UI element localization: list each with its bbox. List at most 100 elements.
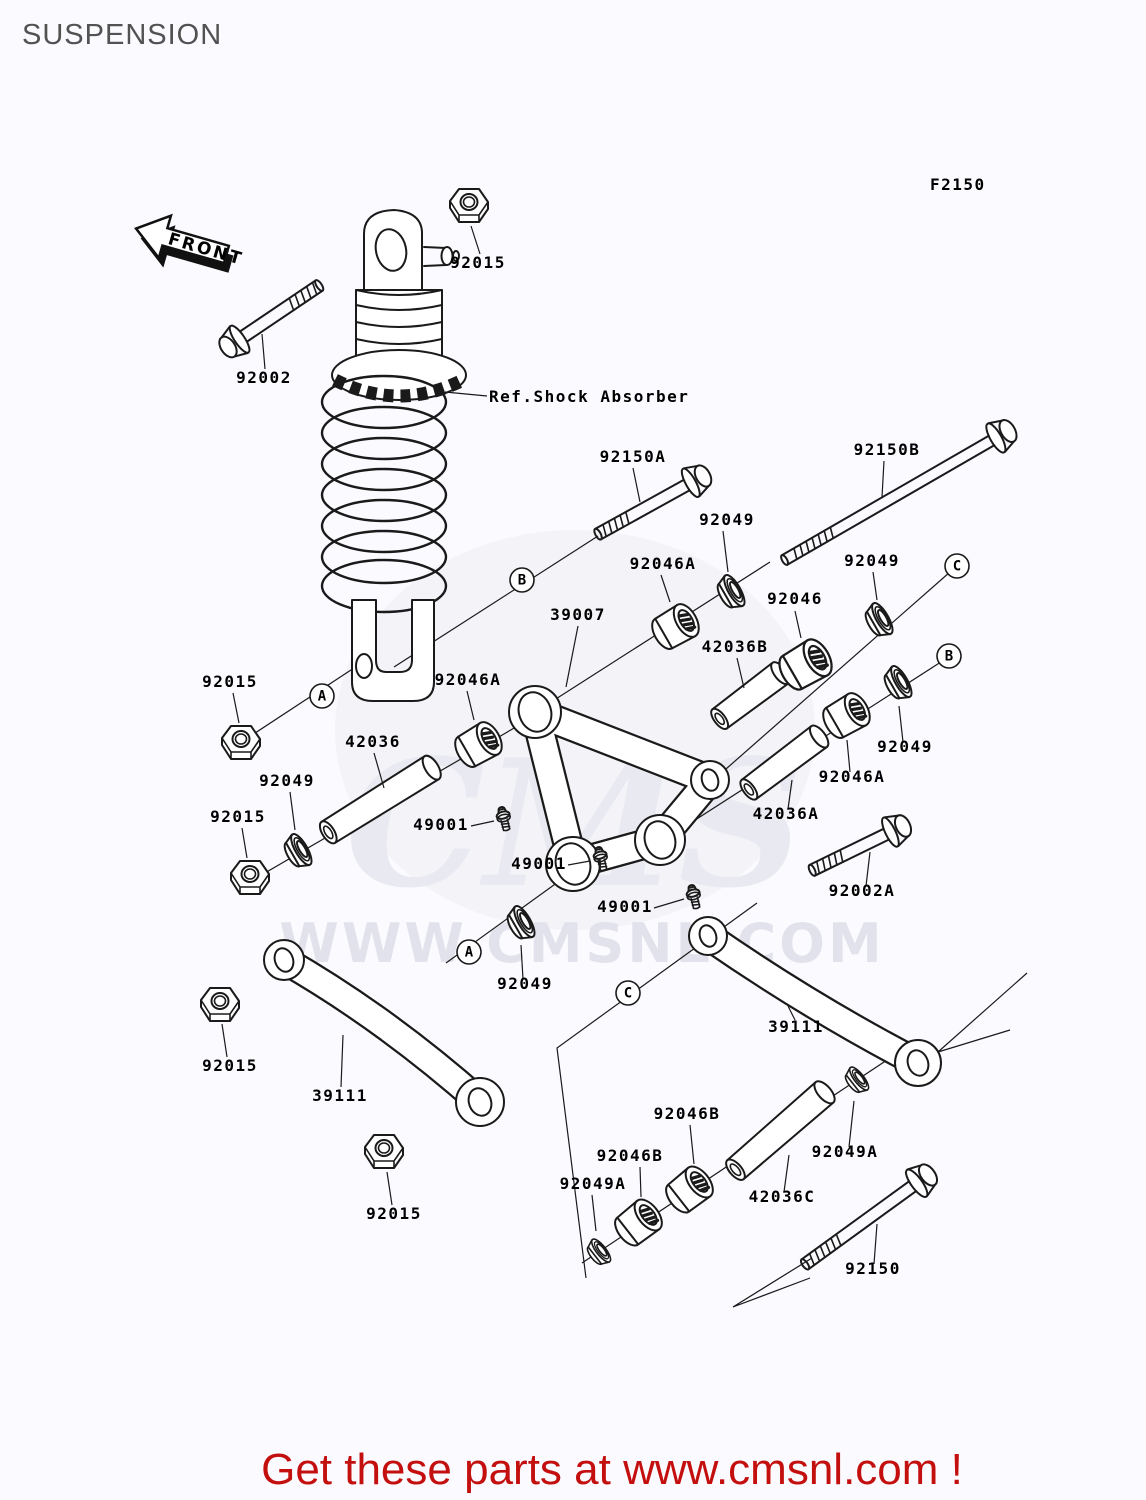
- part-label-92150B: 92150B: [854, 440, 921, 459]
- seal-92049-4: [278, 830, 317, 874]
- bolt-92002A: [807, 814, 913, 877]
- shock-ref-leader: [444, 391, 488, 397]
- watermark-url-text: WWW.CMSNL.COM: [279, 912, 884, 975]
- callout-C: C: [615, 980, 641, 1006]
- leader-line: [846, 739, 851, 773]
- part-label-42036A: 42036A: [753, 804, 820, 823]
- leader-line: [565, 625, 579, 688]
- callout-B: B: [509, 567, 535, 593]
- leader-line: [639, 1166, 642, 1198]
- part-label-92015: 92015: [210, 807, 266, 826]
- nut-92015-mid2: [230, 860, 270, 895]
- svg-text:C: C: [953, 559, 961, 575]
- part-label-92049A: 92049A: [812, 1142, 879, 1161]
- leader-line: [567, 860, 591, 866]
- shock-ref-label: Ref.Shock Absorber: [489, 387, 689, 406]
- leader-line: [632, 467, 641, 503]
- collar-42036B: [710, 661, 791, 731]
- part-label-39111: 39111: [312, 1086, 368, 1105]
- leader-line: [261, 333, 266, 370]
- part-label-39007: 39007: [550, 605, 606, 624]
- part-label-92049: 92049: [844, 551, 900, 570]
- part-label-92002A: 92002A: [829, 881, 896, 900]
- svg-text:B: B: [518, 573, 526, 589]
- part-label-39111: 39111: [768, 1017, 824, 1036]
- nut-92015-bottom: [364, 1134, 404, 1169]
- collar-42036A: [739, 724, 830, 801]
- leader-line: [722, 530, 729, 573]
- rocker-arm-39007: [508, 685, 730, 892]
- callout-C: C: [944, 553, 970, 579]
- bolt-92150B: [780, 419, 1018, 566]
- part-label-49001: 49001: [413, 815, 469, 834]
- callout-B: B: [936, 643, 962, 669]
- seal-92049A-right: [840, 1063, 873, 1098]
- leader-line: [373, 752, 385, 789]
- leader-line: [848, 1100, 855, 1148]
- callout-A: A: [456, 939, 482, 965]
- leader-line: [591, 1194, 597, 1232]
- bolt-92150A: [593, 464, 713, 541]
- figure-code: F2150: [930, 175, 986, 194]
- tie-rod-39111-right: [688, 916, 942, 1087]
- part-label-92046A: 92046A: [819, 767, 886, 786]
- part-label-92150A: 92150A: [600, 447, 667, 466]
- part-label-92049: 92049: [497, 974, 553, 993]
- leader-line: [881, 460, 885, 498]
- callout-A: A: [309, 683, 335, 709]
- leader-line: [470, 225, 481, 255]
- part-label-49001: 49001: [597, 897, 653, 916]
- leader-line: [470, 820, 495, 827]
- tie-rod-39111-left: [263, 939, 505, 1127]
- part-label-92015: 92015: [450, 253, 506, 272]
- seal-92049-2: [859, 599, 898, 643]
- leader-line: [898, 705, 904, 743]
- part-label-92046B: 92046B: [654, 1104, 721, 1123]
- leader-line: [241, 827, 248, 859]
- part-label-92015: 92015: [202, 672, 258, 691]
- svg-text:B: B: [945, 649, 953, 665]
- part-label-92049A: 92049A: [560, 1174, 627, 1193]
- nut-92015-low: [200, 987, 240, 1022]
- leader-line: [653, 898, 685, 909]
- part-label-92049: 92049: [259, 771, 315, 790]
- part-label-92046A: 92046A: [435, 670, 502, 689]
- part-label-92150: 92150: [845, 1259, 901, 1278]
- leader-line: [873, 1223, 878, 1265]
- leader-line: [787, 1005, 796, 1021]
- part-label-92046: 92046: [767, 589, 823, 608]
- bolt-92002: [218, 279, 325, 359]
- part-label-92015: 92015: [366, 1204, 422, 1223]
- nut-92015-top: [449, 188, 489, 223]
- bolt-92150: [799, 1163, 939, 1271]
- leader-line: [794, 610, 802, 639]
- leader-line: [340, 1034, 344, 1088]
- leader-line: [221, 1023, 228, 1058]
- part-label-42036: 42036: [345, 732, 401, 751]
- svg-text:A: A: [465, 945, 474, 961]
- leader-line: [520, 944, 524, 980]
- seal-92049A-left: [582, 1235, 615, 1270]
- axis-arrow-bottom: [732, 1257, 813, 1308]
- leader-line: [386, 1171, 393, 1206]
- bearing-92046B-upper: [658, 1160, 720, 1220]
- leader-line: [289, 791, 296, 831]
- shock-absorber-drawing: [320, 209, 467, 702]
- front-arrow: FRONT: [134, 213, 246, 273]
- leader-line: [689, 1124, 695, 1165]
- leader-line: [736, 657, 745, 689]
- axis-arrow-right: [937, 972, 1028, 1053]
- part-label-92046B: 92046B: [597, 1146, 664, 1165]
- leader-line: [783, 1154, 790, 1193]
- nut-92015-mid: [221, 725, 261, 760]
- footer-banner: Get these parts at www.cmsnl.com !: [261, 1445, 963, 1494]
- leader-line: [872, 571, 878, 601]
- part-label-92049: 92049: [877, 737, 933, 756]
- leader-line: [660, 574, 671, 603]
- bearing-92046B-lower: [607, 1193, 669, 1253]
- part-label-92002: 92002: [236, 368, 292, 387]
- leader-line: [466, 690, 475, 721]
- collar-42036C: [725, 1080, 836, 1181]
